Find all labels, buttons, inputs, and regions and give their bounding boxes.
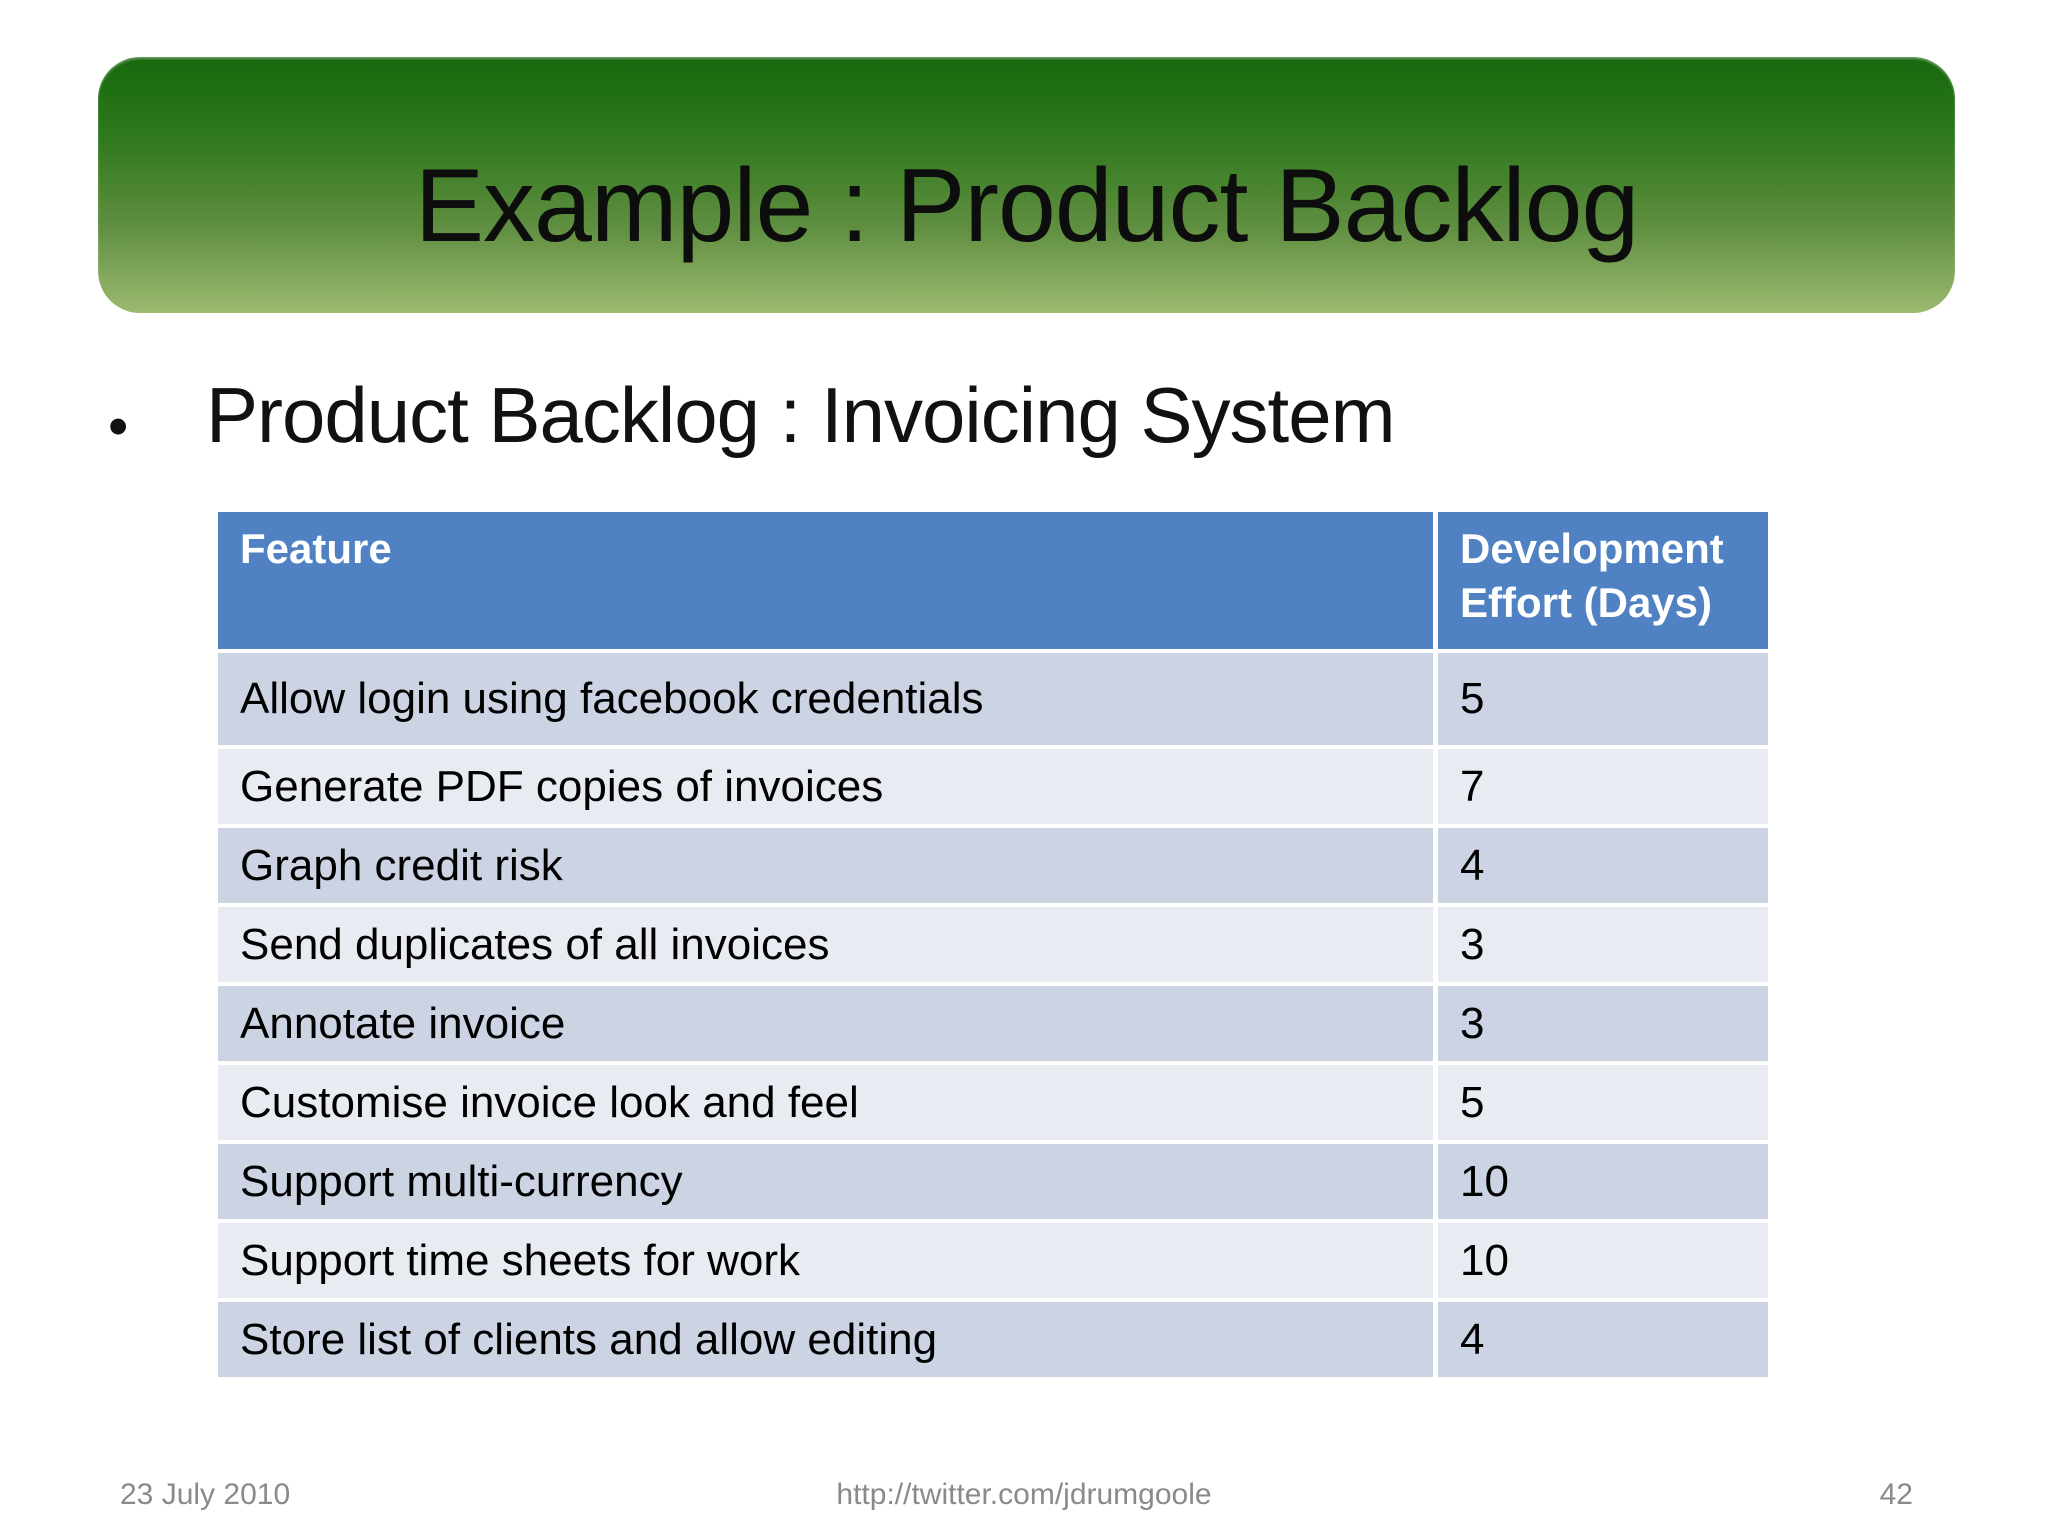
table-row: Send duplicates of all invoices 3 [218, 907, 1768, 982]
feature-cell: Support time sheets for work [218, 1223, 1433, 1298]
column-header-feature: Feature [218, 512, 1433, 649]
table-body: Allow login using facebook credentials 5… [218, 653, 1768, 1377]
table-row: Store list of clients and allow editing … [218, 1302, 1768, 1377]
column-header-effort: Development Effort (Days) [1438, 512, 1768, 649]
bullet-text: Product Backlog : Invoicing System [206, 371, 1396, 459]
effort-cell: 10 [1438, 1144, 1768, 1219]
feature-cell: Customise invoice look and feel [218, 1065, 1433, 1140]
table-row: Graph credit risk 4 [218, 828, 1768, 903]
footer-date: 23 July 2010 [120, 1478, 291, 1511]
feature-cell: Allow login using facebook credentials [218, 653, 1433, 745]
title-banner: Example : Product Backlog [98, 57, 1955, 313]
table-row: Allow login using facebook credentials 5 [218, 653, 1768, 745]
footer-url: http://twitter.com/jdrumgoole [836, 1478, 1212, 1511]
slide-footer: 23 July 2010 http://twitter.com/jdrumgoo… [0, 1478, 2048, 1522]
feature-cell: Send duplicates of all invoices [218, 907, 1433, 982]
effort-cell: 5 [1438, 653, 1768, 745]
feature-cell: Graph credit risk [218, 828, 1433, 903]
product-backlog-table: Feature Development Effort (Days) Allow … [213, 508, 1773, 1381]
effort-cell: 3 [1438, 986, 1768, 1061]
effort-cell: 4 [1438, 1302, 1768, 1377]
effort-cell: 10 [1438, 1223, 1768, 1298]
effort-cell: 4 [1438, 828, 1768, 903]
bullet-icon: • [108, 394, 129, 459]
table-row: Annotate invoice 3 [218, 986, 1768, 1061]
table-row: Generate PDF copies of invoices 7 [218, 749, 1768, 824]
effort-cell: 3 [1438, 907, 1768, 982]
effort-cell: 7 [1438, 749, 1768, 824]
feature-cell: Support multi-currency [218, 1144, 1433, 1219]
effort-cell: 5 [1438, 1065, 1768, 1140]
table-header-row: Feature Development Effort (Days) [218, 512, 1768, 649]
table-row: Support time sheets for work 10 [218, 1223, 1768, 1298]
slide-title: Example : Product Backlog [414, 148, 1640, 264]
feature-cell: Generate PDF copies of invoices [218, 749, 1433, 824]
table-row: Customise invoice look and feel 5 [218, 1065, 1768, 1140]
table-row: Support multi-currency 10 [218, 1144, 1768, 1219]
feature-cell: Store list of clients and allow editing [218, 1302, 1433, 1377]
bullet-line: • Product Backlog : Invoicing System [108, 371, 1948, 459]
feature-cell: Annotate invoice [218, 986, 1433, 1061]
slide-number: 42 [1879, 1478, 1913, 1511]
